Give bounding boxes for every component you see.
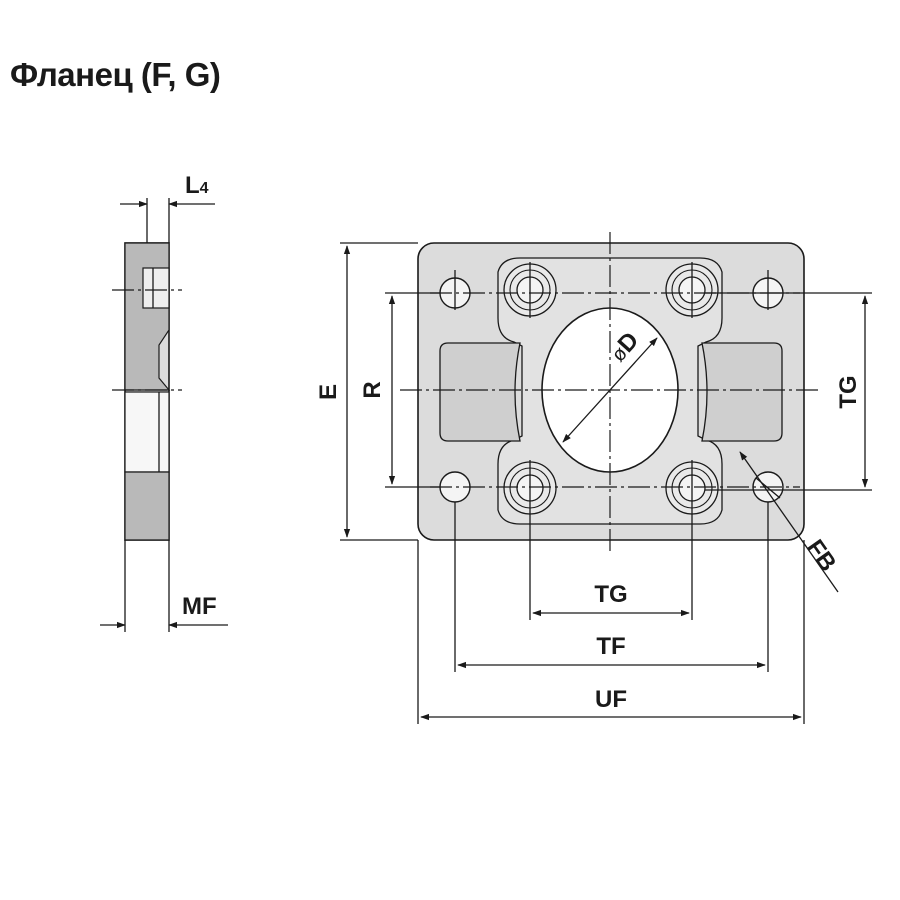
tf-label: TF — [596, 633, 625, 660]
mf-label: MF — [182, 593, 217, 620]
l4-label: L4 — [185, 172, 209, 199]
front-view: E R TG TG TF UF FB øD — [315, 232, 872, 724]
fb-leader-line — [739, 451, 839, 593]
page-title: Фланец (F, G) — [10, 56, 221, 93]
uf-label: UF — [595, 686, 627, 713]
e-label: E — [315, 384, 342, 400]
side-view: L4 MF — [100, 172, 228, 632]
slot-left — [439, 342, 521, 442]
r-label: R — [359, 381, 386, 398]
side-view-counterbore — [142, 267, 170, 309]
slot-right — [701, 342, 783, 442]
d-diameter-line — [562, 337, 658, 443]
tg-horizontal-label: TG — [594, 581, 627, 608]
side-view-section-bottom — [124, 471, 170, 541]
side-view-bore — [124, 391, 170, 473]
tg-vertical-label: TG — [835, 375, 862, 408]
fb-label: FB — [801, 535, 841, 577]
